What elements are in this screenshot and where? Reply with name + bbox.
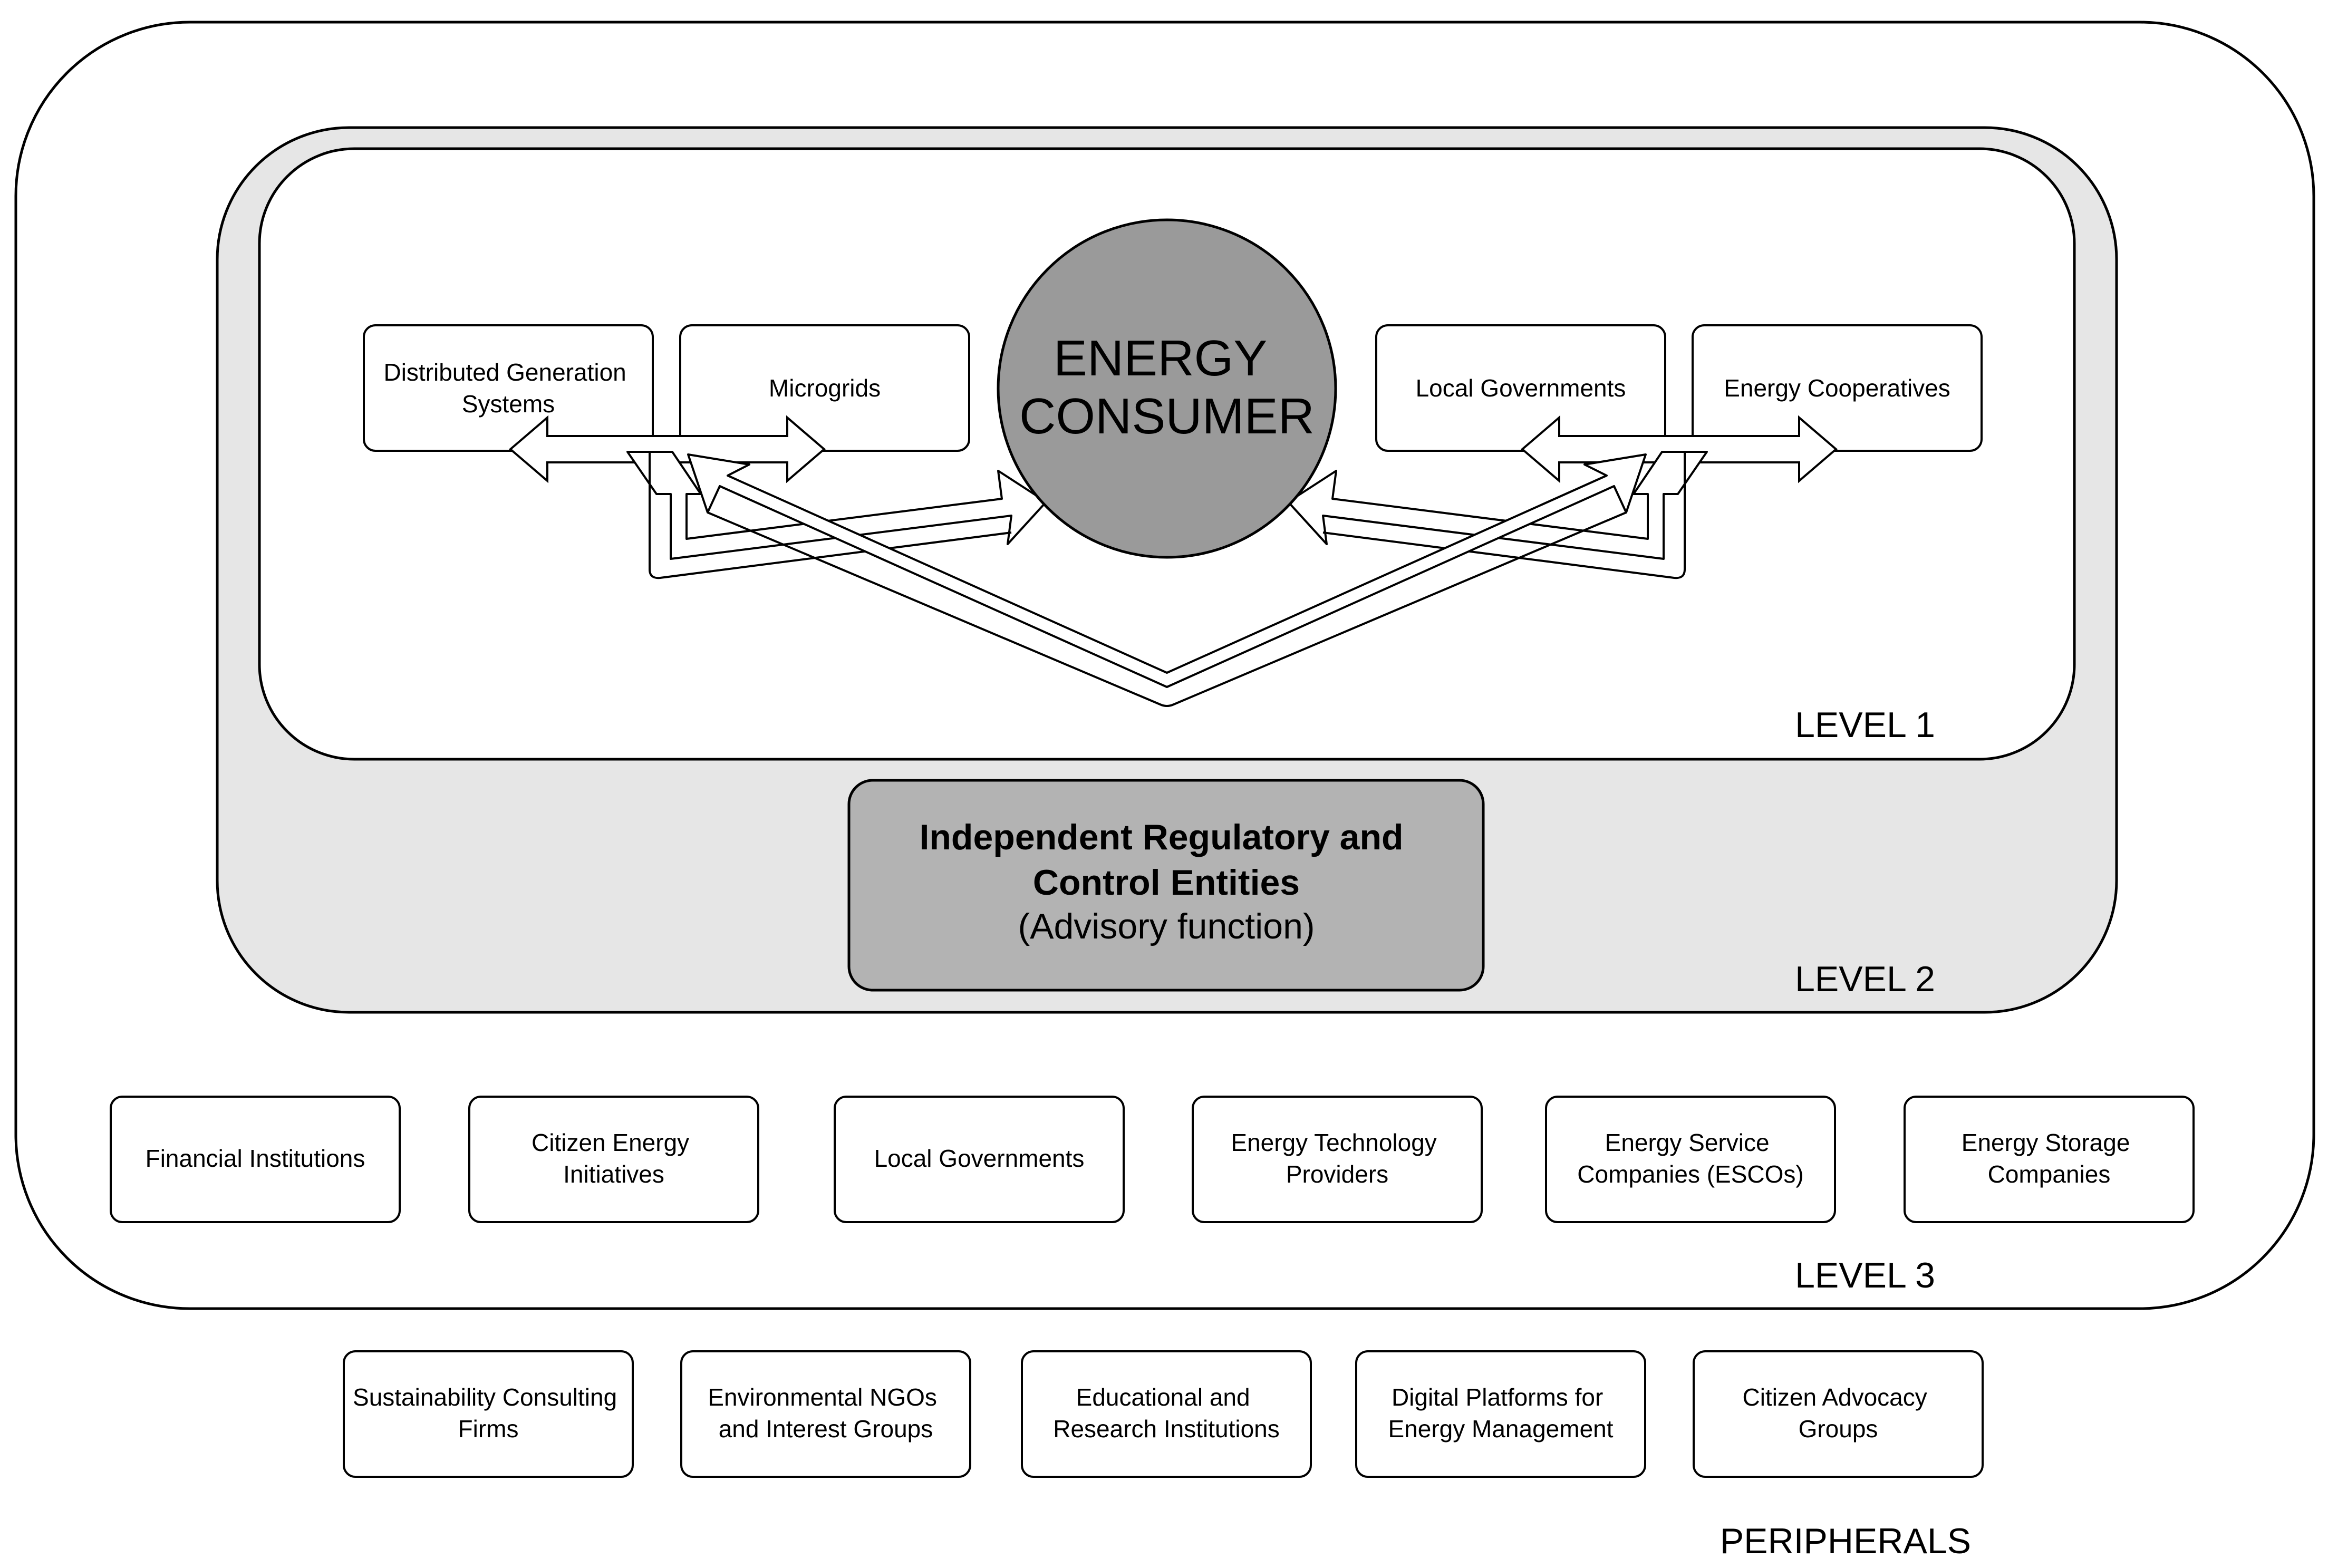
energy-consumer-circle xyxy=(997,218,1337,559)
level1-box-frame xyxy=(1375,324,1666,452)
peripherals-label: PERIPHERALS xyxy=(1720,1521,1971,1561)
peripheral-box-label: Environmental NGOs and Interest Groups xyxy=(708,1383,943,1443)
level3-box-label: Local Governments xyxy=(874,1145,1085,1172)
level3-box-frame xyxy=(834,1096,1125,1223)
peripheral-box-label: Citizen Advocacy Groups xyxy=(1742,1383,1934,1443)
level1-box-frame xyxy=(363,324,654,452)
level3-box-frame xyxy=(1545,1096,1836,1223)
peripheral-box-label: Educational and Research Institutions xyxy=(1053,1383,1280,1443)
level3-box-frame xyxy=(110,1096,401,1223)
level2-label: LEVEL 2 xyxy=(1795,959,1935,999)
v-arrow-microgrids-localgov-outer xyxy=(707,511,1627,707)
box-label-microgrids: Microgrids xyxy=(769,374,881,402)
regulator-subtitle: (Advisory function) xyxy=(1018,906,1315,946)
regulator-box xyxy=(847,779,1485,992)
box-label-energy-cooperatives: Energy Cooperatives xyxy=(1724,374,1950,402)
box-label-local-governments: Local Governments xyxy=(1416,374,1626,402)
level1-label: LEVEL 1 xyxy=(1795,705,1935,745)
level3-box-label: Energy Technology Providers xyxy=(1231,1129,1443,1188)
level3-label: LEVEL 3 xyxy=(1795,1255,1935,1295)
regulator-title: Independent Regulatory and Control Entit… xyxy=(920,817,1414,903)
level3-box-label: Financial Institutions xyxy=(146,1145,365,1172)
level1-box-frame xyxy=(1692,324,1983,452)
peripheral-box-frame xyxy=(1021,1350,1312,1478)
level3-box-frame xyxy=(468,1096,759,1223)
double-arrow-left-pair xyxy=(508,415,826,483)
peripheral-box-label: Digital Platforms for Energy Management xyxy=(1388,1383,1613,1443)
level3-box-frame xyxy=(1904,1096,2195,1223)
peripheral-box-label: Sustainability Consulting Firms xyxy=(353,1383,624,1443)
v-arrow-microgrids-localgov xyxy=(687,453,1647,688)
energy-consumer-label: ENERGY CONSUMER xyxy=(1019,330,1315,444)
level3-box-label: Energy Storage Companies xyxy=(1962,1129,2137,1188)
arrow-right-to-consumer-base xyxy=(1322,452,1686,579)
level3-box-label: Citizen Energy Initiatives xyxy=(532,1129,696,1188)
level1-box-frame xyxy=(679,324,970,452)
peripheral-box-frame xyxy=(1355,1350,1646,1478)
level3-box-frame xyxy=(1192,1096,1483,1223)
box-label-distributed-generation: Distributed Generation Systems xyxy=(383,359,633,418)
arrow-left-to-consumer-base xyxy=(649,452,1012,579)
peripheral-box-frame xyxy=(1693,1350,1984,1478)
peripheral-box-frame xyxy=(343,1350,634,1478)
level3-box-label: Energy Service Companies (ESCOs) xyxy=(1577,1129,1803,1188)
peripheral-box-frame xyxy=(680,1350,971,1478)
double-arrow-right-pair xyxy=(1520,415,1838,483)
